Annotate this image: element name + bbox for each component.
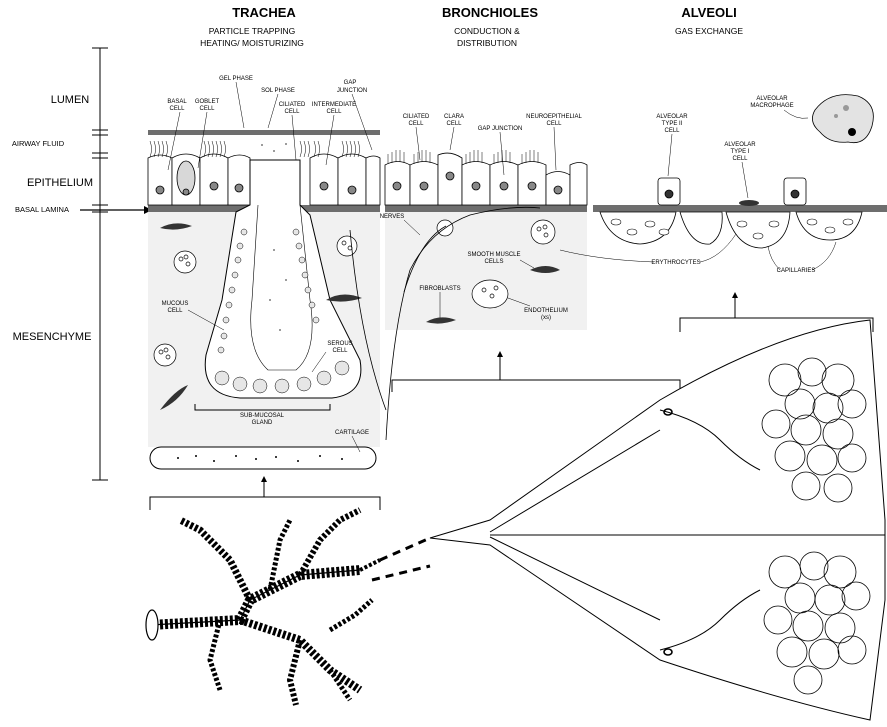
gel-phase-label: GEL PHASE [219,76,253,82]
endothelium-label-2: (xs) [541,315,551,321]
clara-cell-label-2: CELL [446,121,462,127]
type-i-label-2: TYPE I [730,149,749,155]
cartilage [150,447,376,469]
capillaries-label: CAPILLARIES [777,268,816,274]
cartilage-label: CARTILAGE [335,430,369,436]
alveoli-header: ALVEOLI GAS EXCHANGE [675,5,743,36]
bronchioles-function-2: DISTRIBUTION [457,38,517,48]
bronchioles-header: BRONCHIOLES CONDUCTION & DISTRIBUTION [442,5,538,48]
alveolar-macrophage [812,95,873,143]
clara-cell-label-1: CLARA [444,114,464,120]
trachea-gap-junction-label-2: JUNCTION [337,88,367,94]
neuroepithelial-cell-label-2: CELL [546,121,562,127]
type-ii-label-3: CELL [664,128,680,134]
type-i-label-3: CELL [732,156,748,162]
type-ii-label-1: ALVEOLAR [656,114,688,120]
alveolar-type-ii-cells [658,178,806,205]
bronchiole-up-arrowhead [497,351,503,357]
basal-cell-label-1: BASAL [167,99,187,105]
endothelium-label-1: ENDOTHELIUM [524,308,568,314]
bronchiole-ciliated-cell-label-2: CELL [408,121,424,127]
trachea-gel-layer [148,130,380,135]
fibroblasts-label: FIBROBLASTS [419,286,460,292]
bronchiole-ciliated-cell-label-1: CILIATED [403,114,430,120]
trachea-ciliated-cell-label-1: CILIATED [279,102,306,108]
alveoli-panel [593,95,887,332]
mucous-cell-label-1: MUCOUS [162,301,189,307]
bronchiole-bracket [392,380,680,392]
alveoli-function: GAS EXCHANGE [675,26,743,36]
serous-cell-label-1: SEROUS [327,341,352,347]
goblet-cell-label-2: CELL [199,106,215,112]
trachea-up-arrowhead [261,476,267,482]
layer-scale: LUMEN AIRWAY FLUID EPITHELIUM BASAL LAMI… [12,48,152,480]
type-i-label-1: ALVEOLAR [724,142,756,148]
alveolar-type-i-cell [739,200,759,206]
serous-cell-label-2: CELL [332,348,348,354]
bronchiole-epithelium [385,153,587,205]
alveoli-up-arrowhead [732,292,738,298]
airway-fluid-label: AIRWAY FLUID [12,139,65,148]
bronchioles-title: BRONCHIOLES [442,5,538,20]
mesenchyme-label: MESENCHYME [13,331,92,343]
submucosal-gland-label-1: SUB-MUCOSAL [240,413,285,419]
macrophage-label-2: MACROPHAGE [750,103,793,109]
bronchioles-function-1: CONDUCTION & [454,26,520,36]
bronchiole-gap-junction-label: GAP JUNCTION [478,126,523,132]
trachea-bracket [150,497,380,510]
basal-lamina-label: BASAL LAMINA [15,205,69,214]
neuroepithelial-cell-label-1: NEUROEPITHELIAL [526,114,582,120]
sol-phase-label: SOL PHASE [261,88,295,94]
intermediate-cell-label-1: INTERMEDIATE [312,102,356,108]
trachea-gap-junction-label-1: GAP [344,80,357,86]
alveoli-title: ALVEOLI [681,5,736,20]
trachea-header: TRACHEA PARTICLE TRAPPING HEATING/ MOIST… [200,5,304,48]
macrophage-label-1: ALVEOLAR [756,96,788,102]
trachea-panel [148,130,380,510]
smooth-muscle-label-2: CELLS [484,259,503,265]
trachea-function-2: HEATING/ MOISTURIZING [200,38,304,48]
mucous-cell-label-2: CELL [167,308,183,314]
smooth-muscle-label-1: SMOOTH MUSCLE [467,252,520,258]
nerves-label: NERVES [380,214,405,220]
bronchiole-cilia [388,150,538,164]
alveolar-capillaries [600,212,862,248]
trachea-ciliated-cell-label-2: CELL [284,109,300,115]
alveolar-wall [593,205,887,212]
lumen-label: LUMEN [51,94,90,106]
epithelium-label: EPITHELIUM [27,177,93,189]
trachea-title: TRACHEA [232,5,296,20]
erythrocytes-label: ERYTHROCYTES [651,260,700,266]
goblet-cell-label-1: GOBLET [195,99,220,105]
bronchial-tree-sketch [146,510,430,705]
submucosal-gland-label-2: GLAND [252,420,273,426]
trachea-function-1: PARTICLE TRAPPING [209,26,295,36]
basal-cell-label-2: CELL [169,106,185,112]
bronchioles-panel [350,150,680,440]
intermediate-cell-label-2: CELL [326,109,342,115]
bronchiole-basal-lamina [385,205,587,212]
type-ii-label-2: TYPE II [662,121,683,127]
